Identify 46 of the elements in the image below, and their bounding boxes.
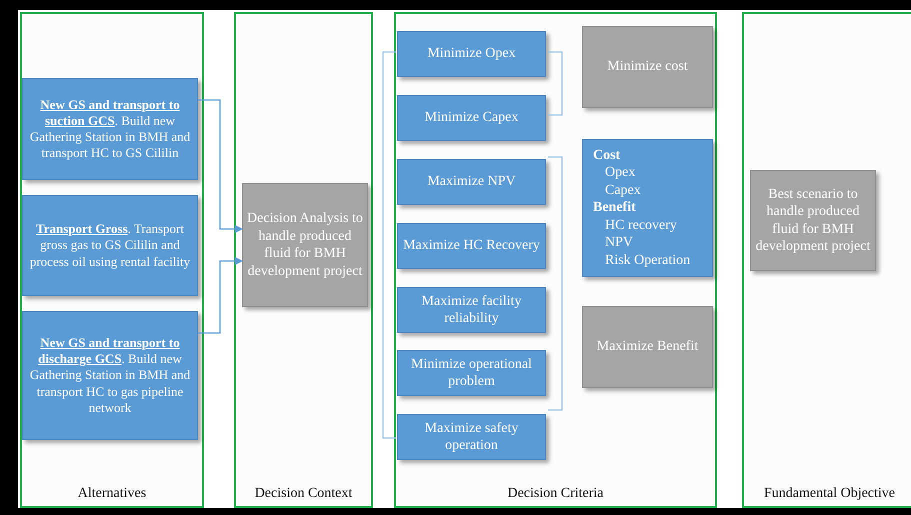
column-title: Fundamental Objective <box>762 486 896 502</box>
box-text: Maximize facility reliability <box>420 292 522 328</box>
box-text: Minimize operational problem <box>410 356 533 390</box>
objective-box <box>582 26 713 108</box>
arrow <box>198 99 243 233</box>
column-title: Alternatives <box>76 486 148 502</box>
option-box <box>22 78 198 180</box>
criteria-list-box <box>582 139 713 277</box>
column-panel <box>234 12 373 508</box>
list-item: HC recovery <box>604 216 677 234</box>
option-box <box>22 195 198 296</box>
column-title: Decision Context <box>254 486 354 502</box>
option-box <box>397 350 546 396</box>
box-text: Minimize Opex <box>427 45 516 63</box>
option-box <box>397 95 546 141</box>
box-text: Minimize Capex <box>424 109 518 127</box>
list-item: Capex <box>604 182 641 200</box>
column-panel <box>20 12 204 508</box>
box-text: Maximize HC Recovery <box>403 237 540 255</box>
box-text: Maximize Benefit <box>596 338 698 356</box>
list-item: Opex <box>604 164 636 182</box>
arrow <box>198 257 243 334</box>
box-text: Maximize safety operation <box>424 420 520 454</box>
column-panel <box>394 12 717 508</box>
column-panel <box>742 12 911 508</box>
option-box <box>397 287 546 333</box>
option-box <box>397 31 546 77</box>
list-heading: Benefit <box>593 199 636 217</box>
box-text: Best scenario to handle produced fluid for BMH development project <box>755 186 871 256</box>
box-text: New GS and transport to discharge GCS. Build new Gathering Station in BMH and transport HC to gas pipeline network <box>28 334 192 416</box>
box-text: Minimize cost <box>607 58 688 76</box>
option-box <box>397 159 546 205</box>
option-box <box>397 414 546 460</box>
list-heading: Cost <box>593 146 620 164</box>
list-item: NPV <box>604 234 634 252</box>
objective-box <box>750 170 876 271</box>
option-box <box>397 223 546 269</box>
column-title: Decision Criteria <box>506 486 605 502</box>
box-text: Decision Analysis to handle produced fluid for BMH development project <box>247 210 363 280</box>
objective-box <box>582 306 713 388</box>
objective-box <box>242 183 368 307</box>
list-item: Risk Operation <box>604 252 690 270</box>
option-box <box>22 311 198 440</box>
box-text: Maximize NPV <box>427 173 516 191</box>
box-text: New GS and transport to suction GCS. Build new Gathering Station in BMH and transport HC to GS Cililin <box>28 96 192 162</box>
box-text: Transport Gross. Transport gross gas to GS Cililin and process oil using rental facility <box>28 221 192 270</box>
